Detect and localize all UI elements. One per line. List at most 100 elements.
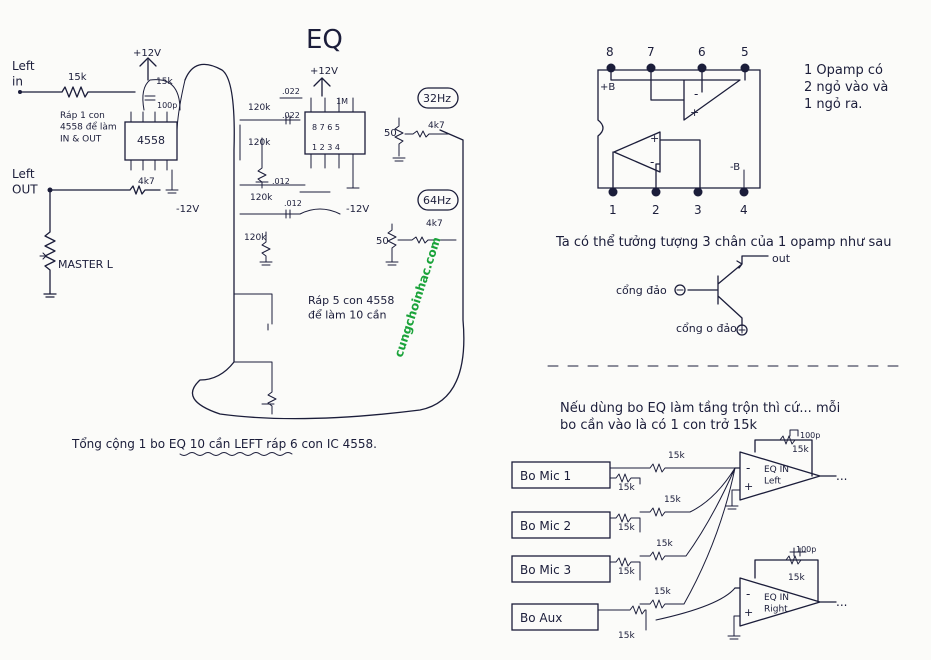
bottom-pin-4: 4	[740, 203, 748, 217]
pot-50-b: 50	[376, 236, 389, 247]
source-mic-1-label: Bo Mic 1	[520, 469, 571, 483]
master-pot	[43, 189, 57, 298]
svg-text:+: +	[650, 132, 659, 145]
svg-text:+: +	[744, 480, 753, 493]
plus-b-label: +B	[600, 82, 615, 93]
ic-top-pins	[606, 63, 750, 73]
mixer-res-7: 15k	[654, 587, 671, 597]
band-wire-a	[239, 119, 306, 186]
band-wire-b	[239, 191, 341, 219]
watermark: cungchoinhac.com	[392, 235, 444, 359]
band-32-label-box	[417, 87, 459, 109]
source-aux	[511, 603, 599, 631]
cap-012-a: .012	[272, 177, 290, 186]
eq-summary: Tổng cộng 1 bo EQ 10 cần LEFT ráp 6 con …	[71, 437, 377, 451]
pot-32	[392, 117, 450, 162]
source-mic-2-label: Bo Mic 2	[520, 519, 571, 533]
band-64-label-box	[417, 189, 459, 211]
ic-pinout-body	[597, 69, 761, 189]
ic-4558-main-label: 4558	[137, 134, 165, 147]
eq-right-opamp	[734, 559, 837, 627]
left-in-wire	[19, 86, 136, 98]
mixer-res-8: 15k	[618, 631, 635, 641]
supply-neg-2: -12V	[346, 204, 369, 215]
top-pin-2: 7	[647, 45, 655, 59]
mixer-res-4: 15k	[618, 523, 635, 533]
out-res-label: 4k7	[138, 177, 155, 187]
ic-bottom-pins	[608, 187, 749, 197]
bottom-pin-1: 1	[609, 203, 617, 217]
opamp-lower	[612, 131, 701, 189]
cap-022-b: .022	[282, 111, 300, 120]
svg-text:+: +	[690, 106, 699, 119]
svg-text:...: ...	[836, 469, 847, 483]
mixer-res-6: 15k	[618, 567, 635, 577]
top-pin-1: 8	[606, 45, 614, 59]
band-64-label: 64Hz	[423, 194, 451, 207]
svg-text:+: +	[744, 606, 753, 619]
mixer-fb-res-left: 15k	[792, 445, 809, 455]
pot-64	[385, 223, 457, 266]
source-mic-1	[511, 461, 611, 489]
band-stubs	[233, 293, 277, 415]
fb-res-label: 15k	[156, 77, 173, 87]
inverting-label: cổng đảo	[616, 284, 667, 297]
minus-b-label: -B	[730, 162, 740, 173]
cap-022-a: .022	[282, 87, 300, 96]
left-out-wire	[49, 185, 161, 195]
supply-neg-1: -12V	[176, 204, 199, 215]
noninverting-label: cổng o đảo	[676, 322, 737, 335]
mixer-res-5: 15k	[656, 539, 673, 549]
svg-text:...: ...	[836, 595, 847, 609]
mixer-cap-left: 100p	[800, 431, 820, 440]
master-label: MASTER L	[58, 258, 114, 271]
cap-012-b: .012	[284, 199, 302, 208]
pot-50-a: 50	[384, 128, 397, 139]
top-pin-4: 5	[741, 45, 749, 59]
source-aux-label: Bo Aux	[520, 611, 562, 625]
supply-pos-2: +12V	[310, 66, 338, 77]
ic-4558-band-a	[304, 111, 366, 155]
svg-text:8 7 6 5: 8 7 6 5	[312, 123, 340, 132]
res-120k-b: 120k	[248, 138, 271, 148]
ic-4558-main	[124, 121, 178, 161]
res-4k7-a: 4k7	[428, 121, 445, 131]
res-120k-a: 120k	[248, 103, 271, 113]
svg-text:1 2 3 4: 1 2 3 4	[312, 143, 340, 152]
svg-text:-: -	[746, 587, 750, 601]
res-120k-c: 120k	[250, 193, 273, 203]
out-label: out	[772, 252, 791, 265]
mixer-fb-res-right: 15k	[788, 573, 805, 583]
mixer-cap-right: 100p	[796, 545, 816, 554]
mixer-res-2: 15k	[618, 483, 635, 493]
svg-text:-: -	[746, 461, 750, 475]
source-mic-3-label: Bo Mic 3	[520, 563, 571, 577]
mixer-res-3: 15k	[664, 495, 681, 505]
eq-title: EQ	[306, 25, 343, 55]
transistor-symbol	[687, 255, 769, 327]
bottom-pin-3: 3	[694, 203, 702, 217]
source-mic-2	[511, 511, 611, 539]
svg-text:-: -	[650, 155, 654, 169]
in-res-label: 15k	[68, 72, 87, 83]
fb-cap-label: 100p	[157, 101, 177, 110]
res-1m-a: 1M	[336, 97, 348, 106]
supply-pos-1: +12V	[133, 48, 161, 59]
mixer-res-1: 15k	[668, 451, 685, 461]
svg-text:-: -	[694, 87, 698, 101]
top-pin-3: 6	[698, 45, 706, 59]
opamp-caption: Ta có thể tưởng tượng 3 chân của 1 opamp…	[555, 235, 891, 250]
res-120k-d: 120k	[244, 233, 267, 243]
source-mic-3	[511, 555, 611, 583]
bottom-pin-2: 2	[652, 203, 660, 217]
mixer-wiring	[597, 463, 736, 631]
band-32-label: 32Hz	[423, 92, 451, 105]
opamp-upper	[610, 71, 746, 121]
